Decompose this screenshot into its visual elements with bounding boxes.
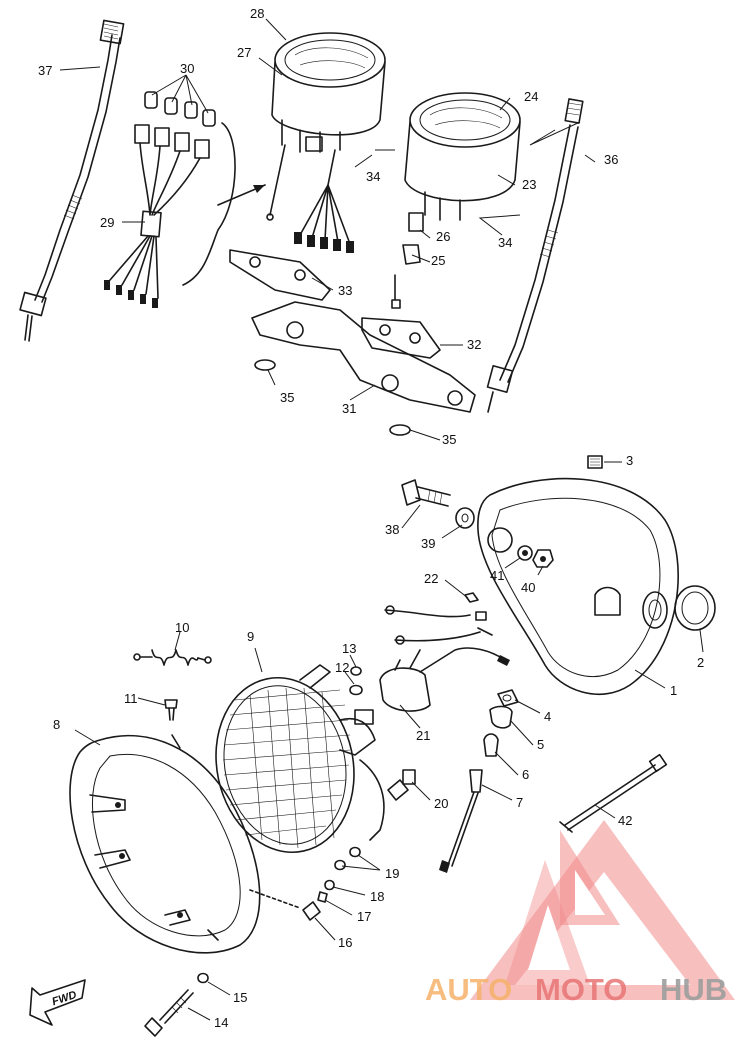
- callout-labels: 28 27 37 30 29 34 24 23 36 26 25 34 33 3…: [38, 6, 704, 1030]
- callout-12: 12: [335, 660, 349, 675]
- callout-26: 26: [436, 229, 450, 244]
- callout-34-lower: 34: [498, 235, 512, 250]
- watermark-text-part1: AUTO: [425, 972, 512, 1007]
- callout-42: 42: [618, 813, 632, 828]
- part-headlight-rim: [69, 734, 261, 954]
- callout-5: 5: [537, 737, 544, 752]
- part-tachometer: [391, 92, 521, 309]
- callout-7: 7: [516, 795, 523, 810]
- fwd-direction-arrow: FWD: [29, 979, 86, 1026]
- callout-36: 36: [604, 152, 618, 167]
- callout-23: 23: [522, 177, 536, 192]
- callout-34-upper: 34: [366, 169, 380, 184]
- callout-9: 9: [247, 629, 254, 644]
- callout-38: 38: [385, 522, 399, 537]
- watermark-text-part3: HUB: [660, 972, 727, 1007]
- part-meter-wire-harness: [104, 91, 266, 308]
- callout-17: 17: [357, 909, 371, 924]
- callout-3: 3: [626, 453, 633, 468]
- callout-27: 27: [237, 45, 251, 60]
- part-small-fasteners: [249, 666, 416, 921]
- callout-11: 11: [124, 691, 138, 706]
- callout-19: 19: [385, 866, 399, 881]
- callout-41: 41: [490, 568, 504, 583]
- callout-2: 2: [697, 655, 704, 670]
- callout-13: 13: [342, 641, 356, 656]
- callout-31: 31: [342, 401, 356, 416]
- part-position-lamp-assembly: [439, 689, 519, 873]
- callout-14: 14: [214, 1015, 228, 1030]
- callout-6: 6: [522, 767, 529, 782]
- part-meter-brackets: [229, 249, 476, 436]
- callout-40: 40: [521, 580, 535, 595]
- part-headlight-housing: [477, 455, 716, 695]
- callout-1: 1: [670, 683, 677, 698]
- part-tachometer-cable: [486, 98, 584, 413]
- callout-35-lower: 35: [442, 432, 456, 447]
- callout-10: 10: [175, 620, 189, 635]
- part-bolt-and-washer: [401, 479, 475, 529]
- callout-4: 4: [544, 709, 551, 724]
- part-speedometer-cable: [19, 19, 125, 342]
- callout-16: 16: [338, 935, 352, 950]
- callout-8: 8: [53, 717, 60, 732]
- callout-24: 24: [524, 89, 538, 104]
- callout-39: 39: [421, 536, 435, 551]
- bulb-sockets: [134, 91, 216, 159]
- callout-28: 28: [250, 6, 264, 21]
- callout-20: 20: [434, 796, 448, 811]
- callout-21: 21: [416, 728, 430, 743]
- callout-15: 15: [233, 990, 247, 1005]
- callout-29: 29: [100, 215, 114, 230]
- lens-pattern: [222, 687, 351, 849]
- callout-22: 22: [424, 571, 438, 586]
- part-wiring-and-relay: [379, 592, 510, 712]
- part-bolt-and-washer-lower: [144, 972, 209, 1037]
- watermark-logo: [470, 820, 735, 1000]
- part-speedometer: [266, 32, 386, 253]
- callout-32: 32: [467, 337, 481, 352]
- callout-25: 25: [431, 253, 445, 268]
- callout-37: 37: [38, 63, 52, 78]
- watermark-text: AUTO MOTO HUB: [425, 972, 727, 1007]
- callout-35-upper: 35: [280, 390, 294, 405]
- callout-30: 30: [180, 61, 194, 76]
- callout-33: 33: [338, 283, 352, 298]
- watermark-text-part2: MOTO: [535, 972, 627, 1007]
- leader-lines: [59, 18, 704, 1021]
- part-long-bolt: [559, 753, 668, 833]
- part-sealed-beam-unit: [215, 664, 409, 854]
- part-spring-and-screw: [133, 649, 212, 721]
- callout-18: 18: [370, 889, 384, 904]
